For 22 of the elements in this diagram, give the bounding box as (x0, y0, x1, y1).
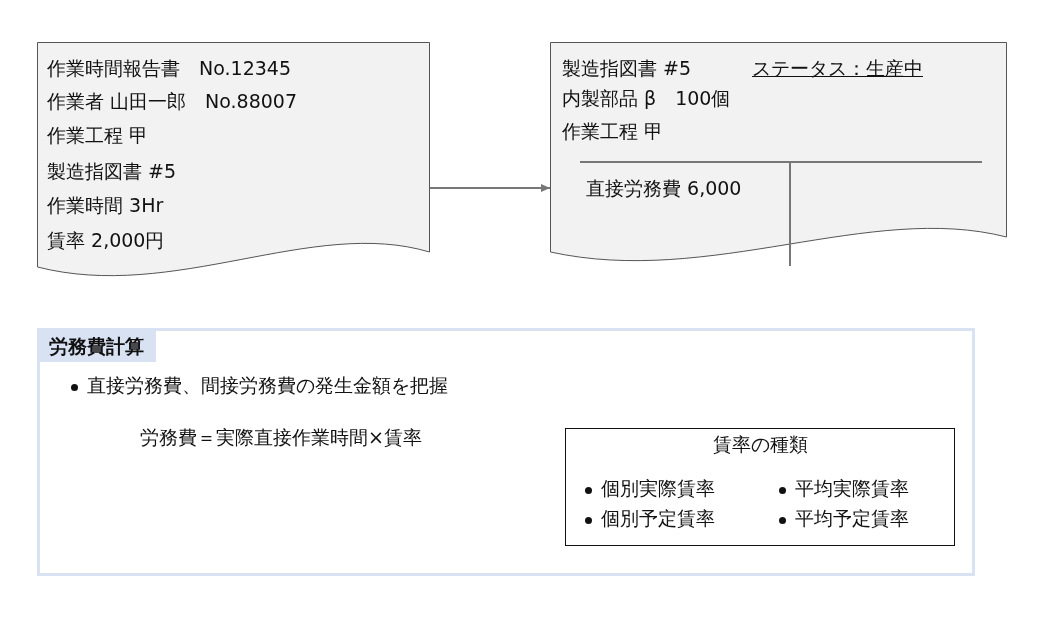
text-line: 直接労務費 6,000 (586, 176, 742, 200)
text-line: 賃率 2,000円 (47, 228, 165, 252)
text-line: 製造指図書 #5 (47, 159, 177, 183)
text-line: 作業工程 甲 (562, 119, 664, 143)
arrow (429, 184, 551, 192)
bullet-item: 平均実際賃率 (775, 476, 909, 500)
text-line: 作業工程 甲 (47, 123, 149, 147)
text-line: 労務費＝実際直接作業時間×賃率 (140, 425, 422, 449)
text-line: 内製部品 β 100個 (562, 86, 731, 110)
text-line: 製造指図書 #5 (562, 56, 692, 80)
bullet-item: 平均予定賃率 (775, 506, 909, 530)
text-line: 作業者 山田一郎 No.88007 (47, 89, 298, 113)
bullet-item: 個別実際賃率 (581, 476, 715, 500)
box (565, 428, 955, 546)
panel-heading: 労務費計算 (37, 330, 156, 362)
bullet-item: 個別予定賃率 (581, 506, 715, 530)
text-line: ステータス：生産中 (752, 56, 923, 80)
text-line: 作業時間 3Hr (47, 193, 164, 217)
panel (37, 328, 975, 576)
text-line: 作業時間報告書 No.12345 (47, 56, 291, 80)
bullet-item: 直接労務費、間接労務費の発生金額を把握 (67, 373, 448, 397)
text-line: 賃率の種類 (711, 432, 809, 456)
